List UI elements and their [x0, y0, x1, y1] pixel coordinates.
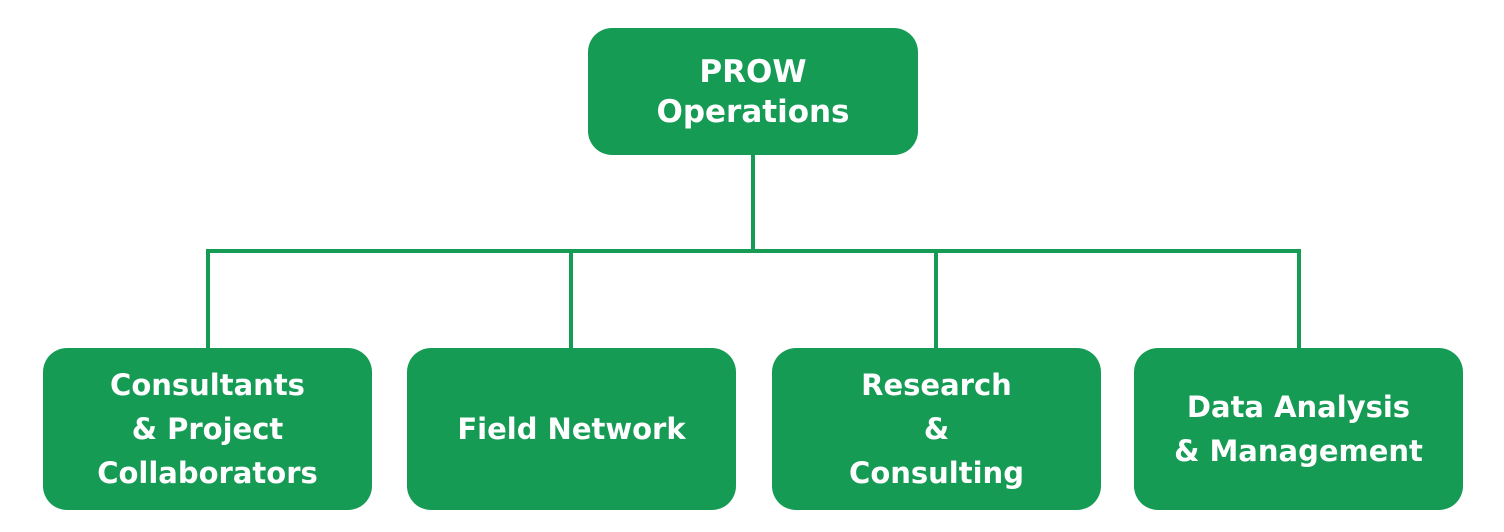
- node-label-line: Field Network: [457, 412, 686, 446]
- node-label-line: Operations: [656, 93, 850, 130]
- node-label-line: &: [923, 412, 950, 446]
- node-data-analysis-management: Data Analysis & Management: [1134, 348, 1463, 510]
- node-label-line: Consultants: [110, 368, 305, 402]
- node-prow-operations: PROW Operations: [588, 28, 918, 155]
- node-label-line: Collaborators: [97, 456, 318, 490]
- node-research-consulting: Research & Consulting: [772, 348, 1101, 510]
- node-label-line: Consulting: [849, 456, 1024, 490]
- node-field-network: Field Network: [407, 348, 736, 510]
- node-consultants-project-collaborators: Consultants & Project Collaborators: [43, 348, 372, 510]
- node-label-line: Data Analysis: [1186, 390, 1411, 424]
- node-label-line: Research: [861, 368, 1012, 402]
- node-label-line: & Project: [131, 412, 284, 446]
- node-label-line: PROW: [699, 53, 807, 90]
- node-label-line: & Management: [1174, 434, 1423, 468]
